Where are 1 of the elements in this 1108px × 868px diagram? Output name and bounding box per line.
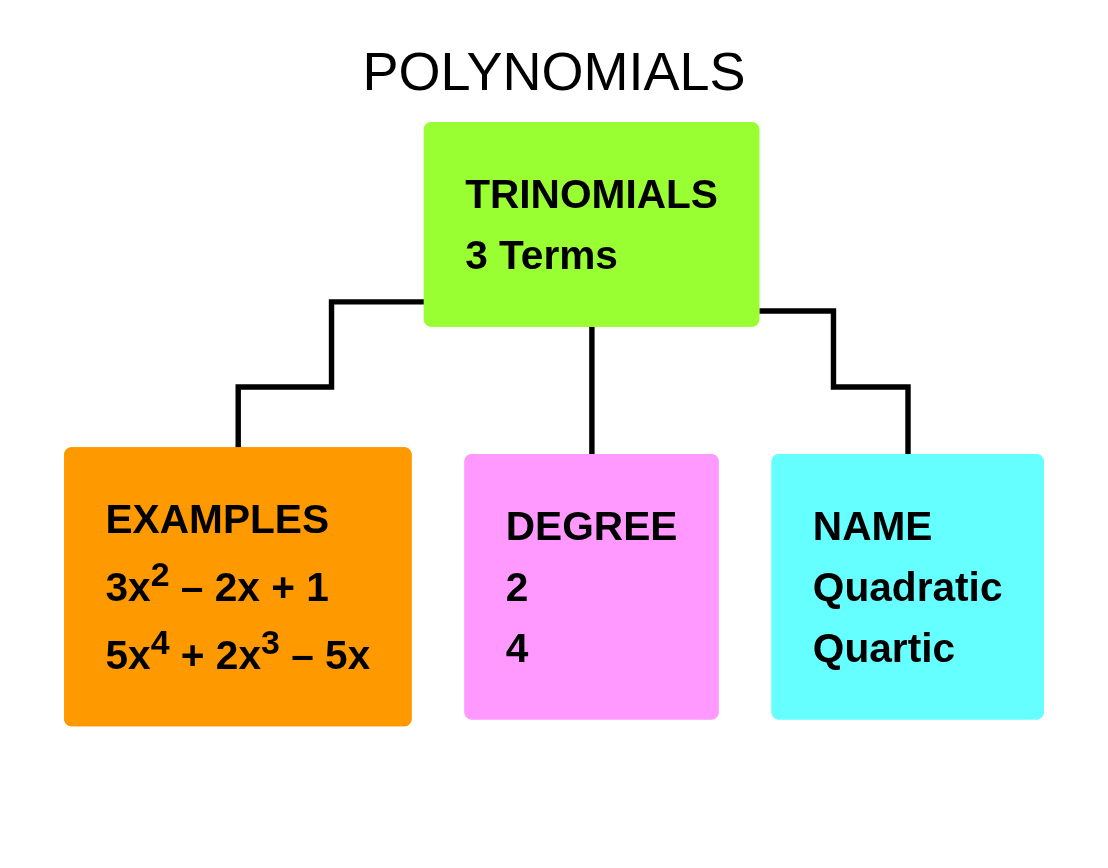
diagram-title: POLYNOMIALS bbox=[362, 40, 746, 102]
